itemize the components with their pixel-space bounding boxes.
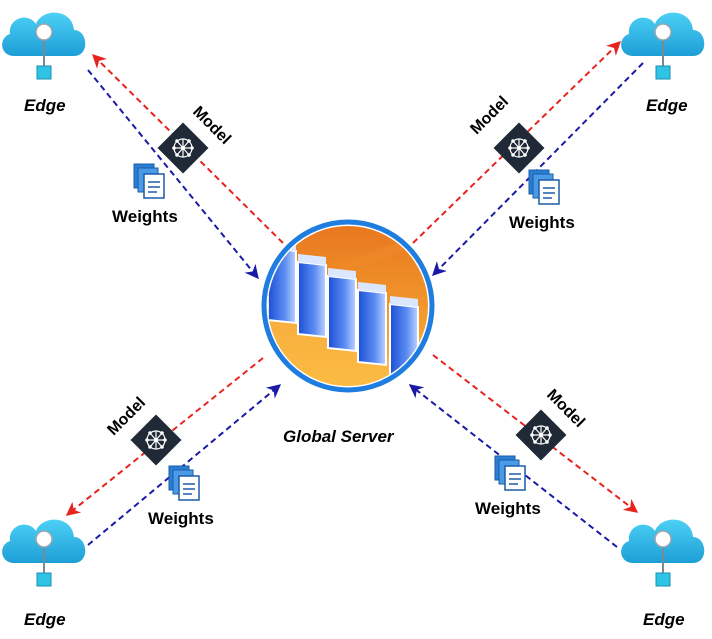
model-arrow-bottom-right	[432, 354, 639, 513]
weights-label-bottom-left: Weights	[148, 509, 214, 528]
global-server-icon	[261, 219, 435, 393]
weights-arrow-top-right	[432, 62, 644, 276]
edge-cloud-icon-top-right	[620, 11, 706, 80]
weights-label-top-left: Weights	[112, 207, 178, 226]
weights-doc-icon-top-right	[528, 169, 560, 205]
edge-cloud-icon-top-left	[1, 11, 87, 80]
edge-label-bottom-left: Edge	[24, 610, 66, 629]
server-rack-icons	[268, 240, 419, 381]
weights-doc-icon-top-left	[133, 163, 165, 199]
edge-label-top-right: Edge	[646, 96, 688, 115]
global-server-label: Global Server	[283, 427, 394, 446]
edge-label-bottom-right: Edge	[643, 610, 685, 629]
weights-doc-icon-bottom-right	[494, 455, 526, 491]
weights-doc-icon-bottom-left	[168, 465, 200, 501]
weights-arrow-bottom-left	[87, 384, 282, 546]
edge-label-top-left: Edge	[24, 96, 66, 115]
model-icon-bottom-left	[129, 413, 183, 467]
weights-arrow-top-left	[87, 69, 259, 280]
model-icon-top-right	[492, 121, 546, 175]
weights-label-bottom-right: Weights	[475, 499, 541, 518]
edge-cloud-icon-bottom-left	[1, 518, 87, 587]
weights-label-top-right: Weights	[509, 213, 575, 232]
edge-cloud-icon-bottom-right	[620, 518, 706, 587]
model-icon-bottom-right	[514, 408, 568, 462]
